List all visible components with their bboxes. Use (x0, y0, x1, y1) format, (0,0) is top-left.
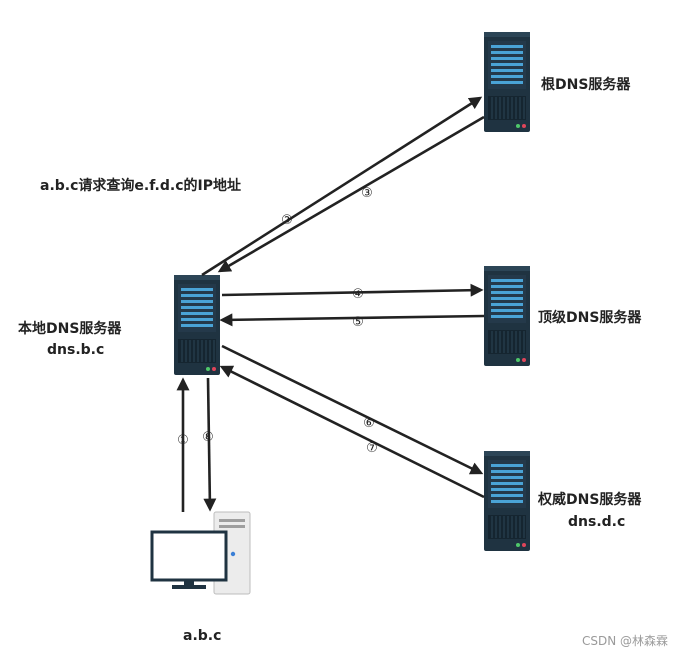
step-2-label: ② (281, 213, 293, 228)
step-6-label: ⑥ (363, 416, 375, 431)
arrow-step-6 (221, 344, 484, 475)
local-dns-label: 本地DNS服务器 (18, 320, 122, 337)
local-dns-server-icon (173, 274, 221, 376)
arrow-step-2 (201, 96, 483, 277)
step-4-label: ④ (352, 287, 364, 302)
client-computer-icon (150, 511, 251, 595)
local-dns-hostname: dns.b.c (47, 342, 104, 358)
step-7-label: ⑦ (366, 441, 378, 456)
watermark: CSDN @林森霖 (582, 633, 668, 648)
arrow-step-7 (219, 365, 485, 499)
arrow-step-4 (221, 283, 484, 297)
authoritative-dns-server-icon (483, 450, 531, 552)
arrow-step-5 (219, 313, 485, 327)
arrow-step-8 (203, 377, 217, 512)
step-5-label: ⑤ (352, 315, 364, 330)
tld-dns-server-icon (483, 265, 531, 367)
tld-dns-label: 顶级DNS服务器 (538, 309, 642, 326)
client-label: a.b.c (183, 628, 221, 644)
query-description: a.b.c请求查询e.f.d.c的IP地址 (40, 177, 241, 194)
root-dns-server-icon (483, 31, 531, 133)
auth-dns-hostname: dns.d.c (568, 514, 625, 530)
step-3-label: ③ (361, 186, 373, 201)
auth-dns-label: 权威DNS服务器 (537, 491, 642, 508)
step-8-label: ⑧ (202, 430, 214, 445)
arrow-step-3 (217, 115, 485, 273)
step-1-label: ① (177, 433, 189, 448)
root-dns-label: 根DNS服务器 (541, 76, 631, 93)
